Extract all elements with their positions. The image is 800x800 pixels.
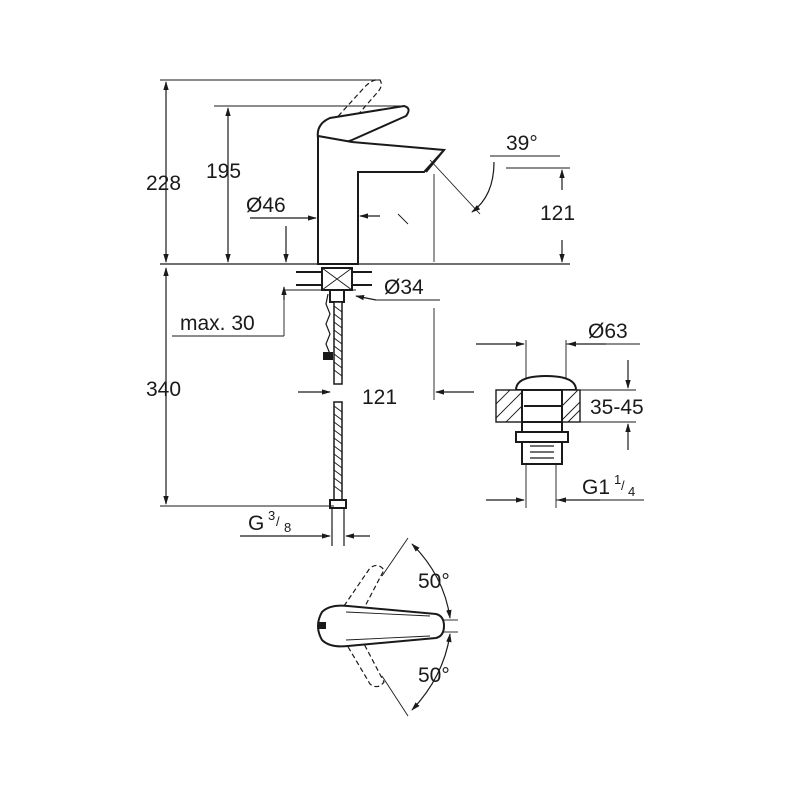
label-228: 228	[146, 172, 181, 195]
dimension-labels: 228 195 39° 121 Ø46 Ø34 max. 30 340 121 …	[146, 132, 644, 687]
label-diameter-63: Ø63	[588, 320, 628, 343]
label-g-num: 3	[268, 508, 275, 523]
lever	[316, 104, 410, 144]
label-g-slash: /	[276, 514, 280, 529]
label-max-30: max. 30	[180, 312, 255, 335]
label-35-45: 35-45	[590, 396, 644, 419]
lever-rotated-down	[343, 639, 385, 688]
label-121-reach: 121	[362, 386, 397, 409]
lever-top-view	[317, 537, 458, 717]
label-39deg: 39°	[506, 132, 538, 155]
waste-cap	[514, 374, 578, 391]
mount-cross	[321, 267, 353, 291]
dimension-lines	[160, 79, 570, 539]
label-g1-den: 4	[628, 484, 635, 499]
chain-stopper	[323, 352, 333, 360]
faucet-side-view	[160, 79, 570, 546]
label-121-height: 121	[540, 202, 575, 225]
label-g1-slash: /	[621, 478, 625, 493]
label-g-den: 8	[284, 520, 291, 535]
shank	[329, 289, 345, 303]
lever-rotated-up	[343, 564, 385, 613]
lever-top	[317, 604, 446, 648]
faucet-body	[317, 134, 447, 265]
label-g: G	[248, 512, 264, 535]
pop-up-waste	[476, 340, 644, 508]
label-g1-num: 1	[614, 472, 621, 487]
label-50deg-bottom: 50°	[418, 664, 450, 687]
label-50deg-top: 50°	[418, 570, 450, 593]
hose-connector	[329, 499, 347, 509]
label-340: 340	[146, 378, 181, 401]
pop-up-chain	[325, 293, 331, 355]
label-g1: G1	[582, 476, 610, 499]
label-diameter-46: Ø46	[246, 194, 286, 217]
label-195: 195	[206, 160, 241, 183]
lever-raised-outline	[320, 79, 382, 141]
label-diameter-34: Ø34	[384, 276, 424, 299]
spout-tip	[425, 149, 445, 173]
hose-upper	[333, 301, 343, 385]
